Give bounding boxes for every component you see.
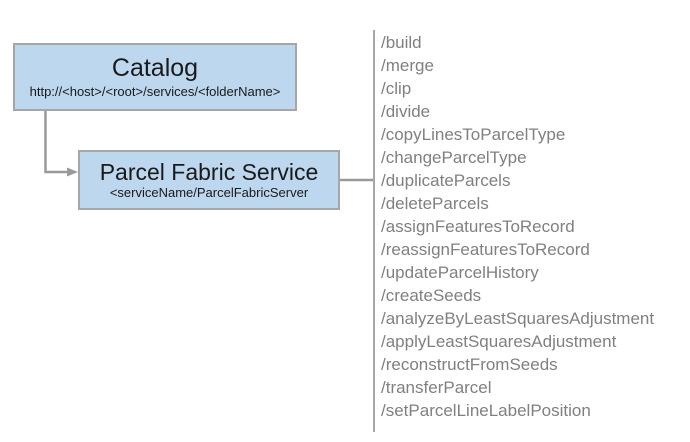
operation-item[interactable]: /divide bbox=[381, 102, 431, 121]
operation-item[interactable]: /clip bbox=[381, 79, 412, 98]
operation-item[interactable]: /createSeeds bbox=[381, 286, 482, 305]
operation-item[interactable]: /applyLeastSquaresAdjustment bbox=[381, 332, 617, 351]
operation-item[interactable]: /updateParcelHistory bbox=[381, 263, 539, 282]
operation-item[interactable]: /transferParcel bbox=[381, 378, 492, 397]
connector-arrowhead-icon bbox=[67, 167, 78, 177]
node-parcel-fabric-service[interactable]: Parcel Fabric Service <serviceName/Parce… bbox=[78, 150, 340, 210]
node-catalog[interactable]: Catalog http://<host>/<root>/services/<f… bbox=[13, 43, 297, 111]
node-catalog-url: http://<host>/<root>/services/<folderNam… bbox=[29, 83, 281, 99]
connector-catalog-to-service bbox=[44, 111, 70, 174]
operation-item[interactable]: /deleteParcels bbox=[381, 194, 489, 213]
operation-item[interactable]: /changeParcelType bbox=[381, 148, 527, 167]
operation-item[interactable]: /duplicateParcels bbox=[381, 171, 511, 190]
operations-divider bbox=[373, 30, 375, 432]
operation-item[interactable]: /copyLinesToParcelType bbox=[381, 125, 566, 144]
operation-item[interactable]: /reassignFeaturesToRecord bbox=[381, 240, 590, 259]
operations-list: /build/merge/clip/divide/copyLinesToParc… bbox=[381, 31, 681, 422]
node-catalog-title: Catalog bbox=[111, 53, 199, 82]
operation-item[interactable]: /assignFeaturesToRecord bbox=[381, 217, 575, 236]
operation-item[interactable]: /analyzeByLeastSquaresAdjustment bbox=[381, 309, 655, 328]
node-parcel-fabric-service-path: <serviceName/ParcelFabricServer bbox=[109, 184, 309, 200]
operation-item[interactable]: /reconstructFromSeeds bbox=[381, 355, 558, 374]
operation-item[interactable]: /build bbox=[381, 33, 422, 52]
node-parcel-fabric-service-title: Parcel Fabric Service bbox=[99, 158, 319, 185]
operation-item[interactable]: /setParcelLineLabelPosition bbox=[381, 401, 591, 420]
operation-item[interactable]: /merge bbox=[381, 56, 434, 75]
